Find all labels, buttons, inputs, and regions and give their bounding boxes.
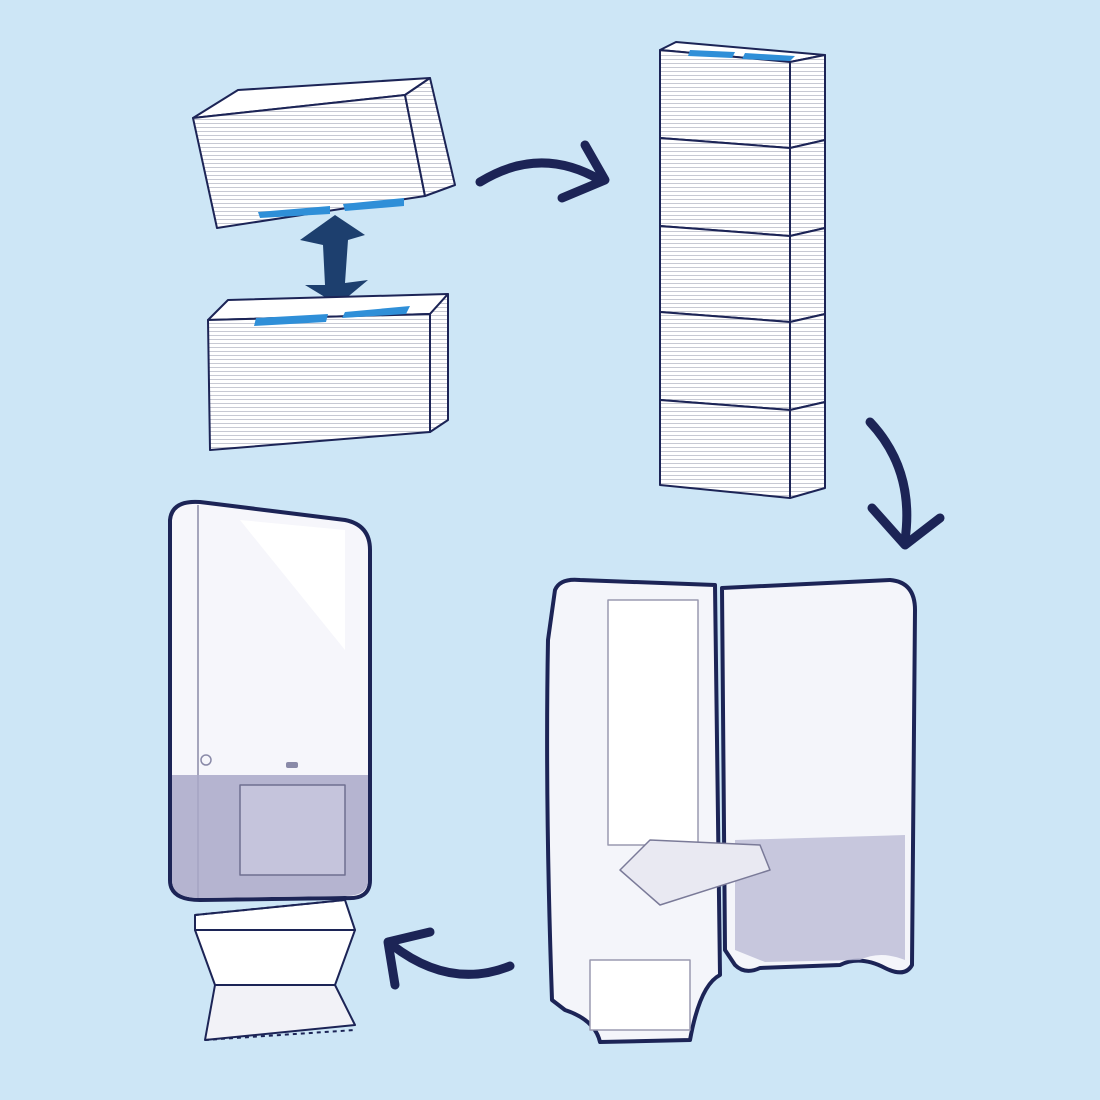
arrow-to-stack-icon [475,140,610,203]
stacked-pack [659,399,826,499]
towel-pack-upright [207,293,449,451]
dispenser-window [239,784,346,876]
arrow-to-dispenser-icon [865,417,945,550]
pack-stripe [258,206,330,218]
open-dispenser [545,577,917,1044]
stacked-pack [659,41,826,149]
pack-stripe [254,314,328,326]
stacked-pack [659,225,826,323]
stacked-pack [659,137,826,237]
pack-stripe [342,306,410,318]
towel-stack-inside [607,599,699,846]
lock-icon [200,754,212,766]
stacked-pack [659,311,826,411]
pack-stripe [343,198,404,211]
flip-arrow-icon [300,215,368,305]
closed-dispenser [168,499,372,902]
dispensed-towel [194,899,356,1041]
towel-pack-tilted [192,77,456,229]
arrow-to-closed-dispenser-icon [383,927,515,990]
towel-pack-stack [659,41,826,499]
logo-mark [286,762,298,768]
